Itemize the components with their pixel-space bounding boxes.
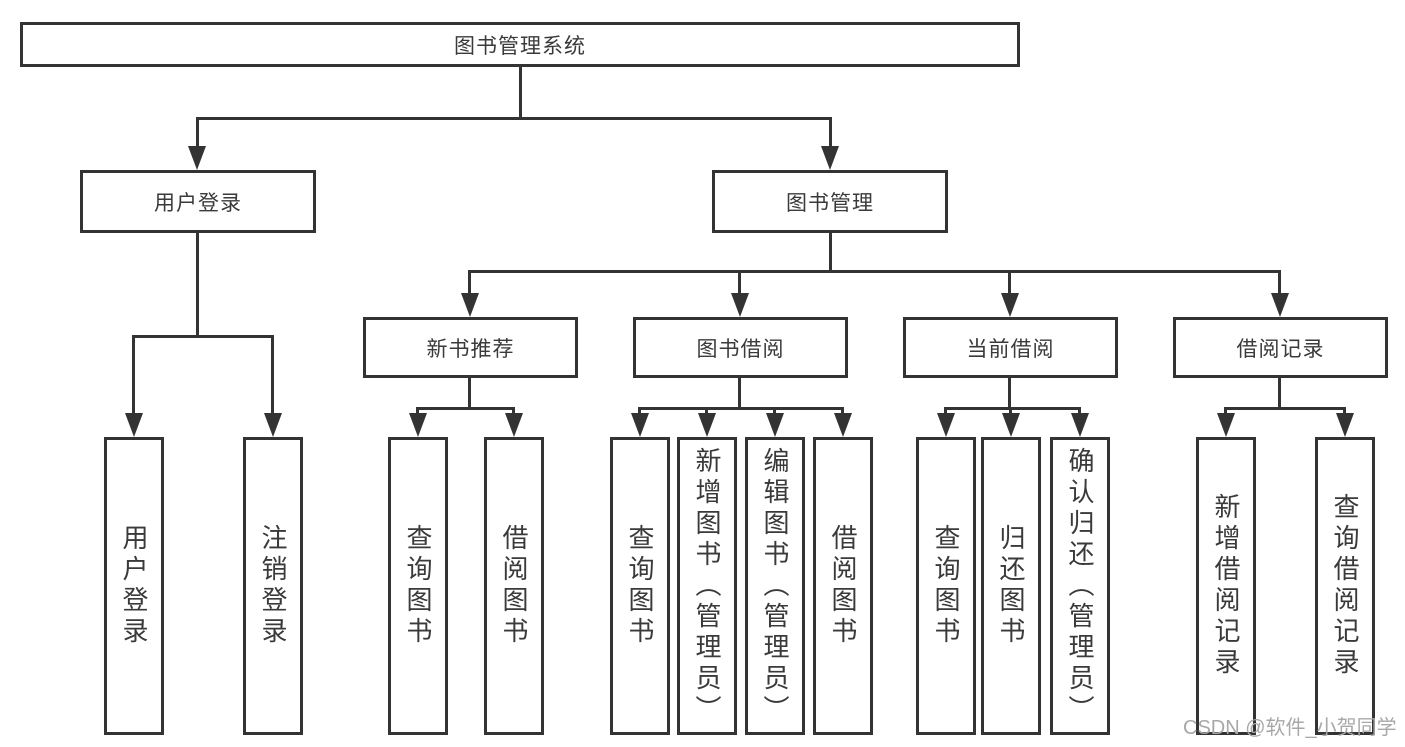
node-label: 图书管理 <box>786 191 874 215</box>
arrow-down-icon <box>731 293 749 317</box>
node-book-management: 图书管理 <box>712 170 948 233</box>
node-label: 新增图书（管理员） <box>692 446 722 726</box>
arrow-down-icon <box>505 413 523 437</box>
arrow-down-icon <box>1217 413 1235 437</box>
connector-line <box>1224 407 1346 410</box>
connector-line <box>1343 407 1346 417</box>
node-label: 确认归还（管理员） <box>1065 446 1095 726</box>
connector-line <box>738 270 741 294</box>
connector-line <box>773 407 776 417</box>
leaf-borrow-books-recommend: 借阅图书 <box>484 437 544 735</box>
leaf-query-books-borrow: 查询图书 <box>610 437 670 735</box>
node-user-login: 用户登录 <box>80 170 316 233</box>
node-label: 查询借阅记录 <box>1330 493 1360 679</box>
node-label: 新书推荐 <box>426 337 515 361</box>
arrow-down-icon <box>1001 293 1019 317</box>
node-label: 当前借阅 <box>966 337 1055 361</box>
node-borrowing-records: 借阅记录 <box>1173 317 1388 378</box>
connector-line <box>468 270 471 294</box>
connector-line <box>271 335 274 415</box>
connector-line <box>132 335 274 338</box>
node-new-book-recommendation: 新书推荐 <box>363 317 578 378</box>
node-label: 查询图书 <box>931 524 961 648</box>
arrow-down-icon <box>188 146 206 170</box>
arrow-down-icon <box>1271 293 1289 317</box>
connector-line <box>468 270 1281 273</box>
connector-line <box>416 407 515 410</box>
connector-line <box>944 407 1081 410</box>
leaf-query-books-recommend: 查询图书 <box>388 437 448 735</box>
leaf-logout: 注销登录 <box>243 437 303 735</box>
leaf-query-books-current: 查询图书 <box>916 437 976 735</box>
leaf-confirm-return-admin: 确认归还（管理员） <box>1050 437 1110 735</box>
arrow-down-icon <box>125 413 143 437</box>
connector-line <box>416 407 419 417</box>
node-label: 图书借阅 <box>696 337 785 361</box>
connector-line <box>1078 407 1081 417</box>
arrow-down-icon <box>409 413 427 437</box>
node-book-borrowing: 图书借阅 <box>633 317 848 378</box>
arrow-down-icon <box>461 293 479 317</box>
node-label: 借阅图书 <box>828 524 858 648</box>
node-label: 查询图书 <box>625 524 655 648</box>
connector-line <box>196 233 199 337</box>
connector-line <box>705 407 708 417</box>
connector-line <box>132 335 135 415</box>
node-label: 用户登录 <box>119 524 149 648</box>
arrow-down-icon <box>1071 413 1089 437</box>
watermark-text: CSDN @软件_小贺同学 <box>1183 717 1397 739</box>
arrow-down-icon <box>937 413 955 437</box>
connector-line <box>1278 378 1281 410</box>
connector-line <box>829 117 832 149</box>
leaf-user-login: 用户登录 <box>104 437 164 735</box>
node-label: 图书管理系统 <box>454 34 586 58</box>
leaf-edit-books-admin: 编辑图书（管理员） <box>745 437 805 735</box>
connector-line <box>196 117 199 149</box>
node-label: 用户登录 <box>154 191 242 215</box>
arrow-down-icon <box>698 413 716 437</box>
connector-line <box>841 407 844 417</box>
arrow-down-icon <box>1002 413 1020 437</box>
arrow-down-icon <box>766 413 784 437</box>
connector-line <box>512 407 515 417</box>
arrow-down-icon <box>631 413 649 437</box>
connector-line <box>738 378 741 410</box>
node-label: 归还图书 <box>996 524 1026 648</box>
connector-line <box>829 233 832 272</box>
leaf-add-borrow-record: 新增借阅记录 <box>1196 437 1256 735</box>
leaf-query-borrow-record: 查询借阅记录 <box>1315 437 1375 735</box>
node-current-borrowing: 当前借阅 <box>903 317 1118 378</box>
connector-line <box>1009 407 1012 417</box>
arrow-down-icon <box>264 413 282 437</box>
leaf-return-books: 归还图书 <box>981 437 1041 735</box>
node-label: 注销登录 <box>258 524 288 648</box>
node-label: 借阅图书 <box>499 524 529 648</box>
connector-line <box>638 407 844 410</box>
leaf-add-books-admin: 新增图书（管理员） <box>677 437 737 735</box>
connector-line <box>196 117 832 120</box>
arrow-down-icon <box>834 413 852 437</box>
connector-line <box>468 378 471 410</box>
leaf-borrow-books: 借阅图书 <box>813 437 873 735</box>
connector-line <box>1008 270 1011 294</box>
connector-line <box>1224 407 1227 417</box>
node-label: 新增借阅记录 <box>1211 493 1241 679</box>
connector-line <box>944 407 947 417</box>
connector-line <box>1278 270 1281 294</box>
node-label: 编辑图书（管理员） <box>760 446 790 726</box>
connector-line <box>519 66 522 119</box>
arrow-down-icon <box>1336 413 1354 437</box>
node-label: 查询图书 <box>403 524 433 648</box>
node-label: 借阅记录 <box>1236 337 1325 361</box>
connector-line <box>638 407 641 417</box>
arrow-down-icon <box>821 146 839 170</box>
node-library-management-system: 图书管理系统 <box>20 22 1020 67</box>
connector-line <box>1008 378 1011 410</box>
